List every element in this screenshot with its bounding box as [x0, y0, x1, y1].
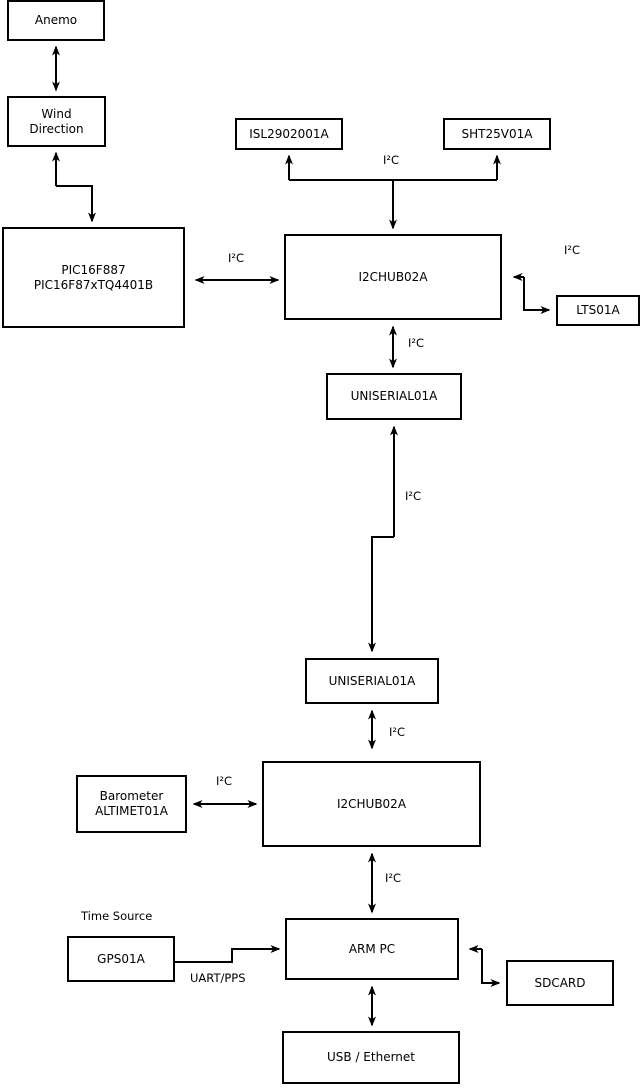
edge-label-uart-pps: UART/PPS [190, 971, 246, 985]
edge-label-hub-uniserial: I²C [408, 336, 425, 350]
node-i2chub02a-bottom[interactable]: I2CHUB02A [262, 761, 481, 847]
edge-gps-arm [175, 945, 281, 963]
node-lts01a[interactable]: LTS01A [556, 295, 640, 326]
node-sdcard[interactable]: SDCARD [506, 960, 614, 1006]
node-i2chub02a-bottom-label: I2CHUB02A [336, 796, 407, 811]
node-usb-ethernet-label: USB / Ethernet [327, 1050, 415, 1064]
node-arm-pc[interactable]: ARM PC [285, 918, 459, 980]
node-gps01a[interactable]: GPS01A [67, 936, 175, 982]
node-anemo-label: Anemo [34, 13, 78, 27]
edge-label-hub-lts: I²C [564, 243, 581, 257]
node-isl2902001a[interactable]: ISL2902001A [235, 118, 343, 150]
node-uniserial01a-lower-label: UNISERIAL01A [328, 673, 416, 688]
node-arm-pc-label: ARM PC [348, 941, 396, 956]
edge-wind-pic [56, 185, 96, 223]
edge-lts-loop [523, 277, 551, 314]
node-lts01a-label: LTS01A [576, 303, 620, 317]
edge-label-hub2-arm: I²C [385, 871, 402, 885]
edge-sdcard-loop [481, 949, 501, 987]
node-sdcard-label: SDCARD [534, 975, 586, 990]
edge-label-sensors-bus: I²C [383, 153, 400, 167]
node-sht25v01a[interactable]: SHT25V01A [443, 118, 551, 150]
node-sht25v01a-label: SHT25V01A [461, 126, 533, 141]
node-i2chub02a-top[interactable]: I2CHUB02A [284, 234, 502, 320]
edge-label-uniserial-hub2: I²C [389, 725, 406, 739]
edge-uniser-link-jog [368, 536, 394, 653]
node-uniserial01a-lower[interactable]: UNISERIAL01A [305, 658, 439, 704]
node-i2chub02a-top-label: I2CHUB02A [358, 269, 428, 284]
edge-label-uniserial-link: I²C [405, 489, 422, 503]
node-anemo[interactable]: Anemo [7, 0, 105, 41]
edge-label-pic-hub: I²C [228, 251, 245, 265]
node-isl2902001a-label: ISL2902001A [249, 126, 329, 141]
node-usb-ethernet[interactable]: USB / Ethernet [282, 1031, 460, 1084]
node-gps01a-label: GPS01A [97, 951, 145, 966]
node-uniserial01a-upper-label: UNISERIAL01A [350, 389, 438, 403]
label-time-source: Time Source [81, 909, 153, 923]
edge-label-barometer-hub2: I²C [216, 774, 233, 788]
node-uniserial01a-upper[interactable]: UNISERIAL01A [326, 373, 462, 420]
